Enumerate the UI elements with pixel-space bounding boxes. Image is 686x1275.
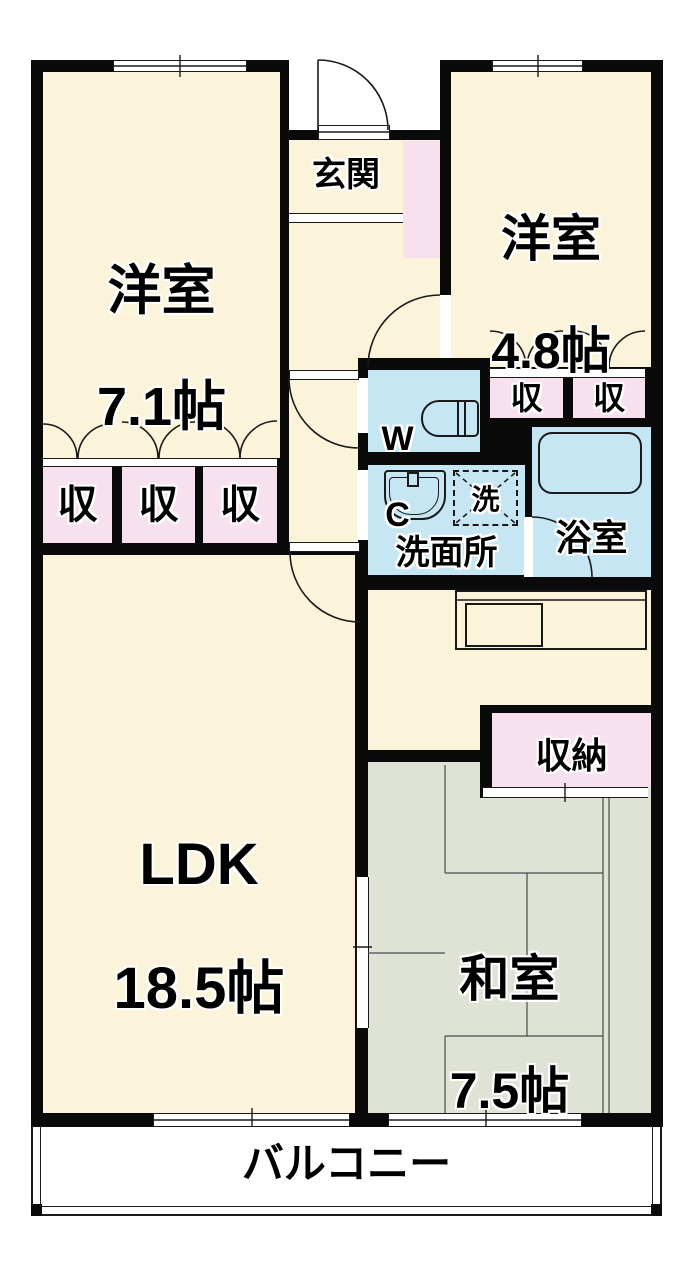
door-gap-bathroom bbox=[524, 517, 533, 577]
room-western-4-8-floor bbox=[451, 72, 651, 367]
kitchen-floor bbox=[368, 590, 651, 705]
ldk-floor bbox=[43, 555, 355, 1113]
room-name: 収納 bbox=[535, 735, 608, 776]
storage-floor bbox=[492, 713, 651, 787]
label-ldk: LDK 18.5帖 bbox=[43, 772, 355, 1020]
balcony-area bbox=[31, 1127, 662, 1216]
label-closet-4: 収 bbox=[490, 378, 563, 418]
label-bathroom: 浴室 bbox=[532, 518, 651, 558]
closet-4-arc-left bbox=[489, 330, 527, 368]
washbasin-counter bbox=[384, 470, 446, 520]
closet-name: 収 bbox=[57, 483, 98, 527]
shoe-cabinet bbox=[403, 141, 440, 258]
closet-name: 収 bbox=[138, 483, 179, 527]
room-japanese-floor bbox=[368, 762, 651, 1113]
bathroom-door-arc bbox=[531, 516, 593, 578]
door-gap-western-4-8 bbox=[440, 295, 451, 358]
room-name: 洗面所 bbox=[395, 534, 498, 572]
label-western-4-8: 洋室 4.8帖 bbox=[451, 155, 651, 379]
closet-3-arc-left bbox=[202, 420, 241, 459]
closet-4-arc-right bbox=[526, 330, 564, 368]
closet-2-arc-left bbox=[121, 421, 159, 459]
wc-line1: W bbox=[381, 420, 414, 458]
kitchen-sink bbox=[465, 603, 543, 647]
label-balcony: バルコニー bbox=[31, 1142, 662, 1186]
closet-1-arc-right bbox=[77, 423, 113, 459]
toilet-tank-line bbox=[457, 401, 459, 436]
room-name: LDK bbox=[139, 832, 259, 897]
storage-left-wall bbox=[480, 705, 492, 798]
balcony-corner-right bbox=[651, 1204, 662, 1216]
washer-cross-2 bbox=[455, 472, 516, 524]
hall-door-arc bbox=[288, 377, 360, 449]
wc-line2: C bbox=[385, 496, 410, 534]
label-washer: 洗 bbox=[453, 484, 518, 516]
label-storage: 収納 bbox=[492, 736, 651, 776]
room-western-7-1-floor bbox=[43, 72, 280, 458]
wall-patch-wc-top bbox=[451, 358, 490, 370]
label-closet-5: 収 bbox=[573, 378, 645, 418]
label-closet-1: 収 bbox=[43, 467, 112, 543]
toilet-tank-line2 bbox=[464, 401, 466, 436]
closet-5-arc-left bbox=[572, 330, 610, 368]
room-name: 洋室 bbox=[501, 211, 601, 267]
ldk-floor-extension bbox=[368, 705, 483, 750]
closet-1-floor bbox=[43, 467, 112, 543]
room-name: 洋室 bbox=[107, 261, 216, 321]
closet-track-left bbox=[43, 458, 277, 467]
closet-track-right bbox=[490, 368, 645, 378]
room-size: 4.8帖 bbox=[491, 323, 611, 379]
balcony-corner-left bbox=[31, 1204, 42, 1216]
washbasin-faucet bbox=[407, 472, 419, 487]
threshold-hall bbox=[289, 370, 359, 380]
room-size: 7.1帖 bbox=[96, 377, 227, 437]
closet-4-floor bbox=[490, 378, 563, 418]
entrance-porch bbox=[289, 60, 440, 130]
closet-5-floor bbox=[573, 378, 645, 418]
closet-3-arc-right bbox=[239, 420, 278, 459]
label-japanese: 和室 7.5帖 bbox=[368, 895, 651, 1119]
balcony-inner-rail bbox=[40, 1127, 653, 1207]
label-washroom: 洗面所 bbox=[368, 534, 525, 572]
western-4-8-door-arc bbox=[367, 294, 441, 368]
corridor-floor bbox=[289, 358, 358, 542]
toilet-icon bbox=[421, 400, 479, 437]
label-closet-2: 収 bbox=[122, 467, 195, 543]
closet-name: 収 bbox=[220, 483, 260, 527]
kitchen-counter bbox=[455, 590, 647, 650]
closet-name: 収 bbox=[592, 380, 625, 416]
entrance-door-arc bbox=[317, 59, 389, 131]
room-name: バルコニー bbox=[241, 1140, 452, 1187]
closet-3-floor bbox=[203, 467, 277, 543]
room-name: 和室 bbox=[459, 951, 560, 1007]
closet-1-arc-left bbox=[42, 423, 78, 459]
label-entrance: 玄関 bbox=[289, 156, 403, 194]
closet-5-arc-right bbox=[608, 330, 646, 368]
room-name: 浴室 bbox=[555, 517, 628, 558]
washer-name: 洗 bbox=[471, 484, 500, 515]
closet-2-arc-right bbox=[158, 421, 196, 459]
entrance-step bbox=[289, 213, 403, 223]
room-size: 7.5帖 bbox=[449, 1063, 570, 1119]
door-gap-washroom bbox=[357, 470, 368, 540]
label-western-7-1: 洋室 7.1帖 bbox=[43, 204, 280, 436]
threshold-ldk bbox=[289, 542, 360, 552]
label-wc: W C bbox=[370, 382, 425, 534]
bathroom-floor bbox=[532, 427, 651, 577]
room-size: 18.5帖 bbox=[113, 956, 285, 1021]
room-name: 玄関 bbox=[312, 156, 380, 194]
ldk-door-arc bbox=[289, 551, 361, 623]
bathtub bbox=[538, 432, 642, 494]
washing-machine-pan bbox=[453, 470, 518, 526]
door-gap-wc bbox=[357, 378, 368, 433]
closet-2-floor bbox=[122, 467, 195, 543]
closet-name: 収 bbox=[510, 380, 543, 416]
label-closet-3: 収 bbox=[203, 467, 277, 543]
